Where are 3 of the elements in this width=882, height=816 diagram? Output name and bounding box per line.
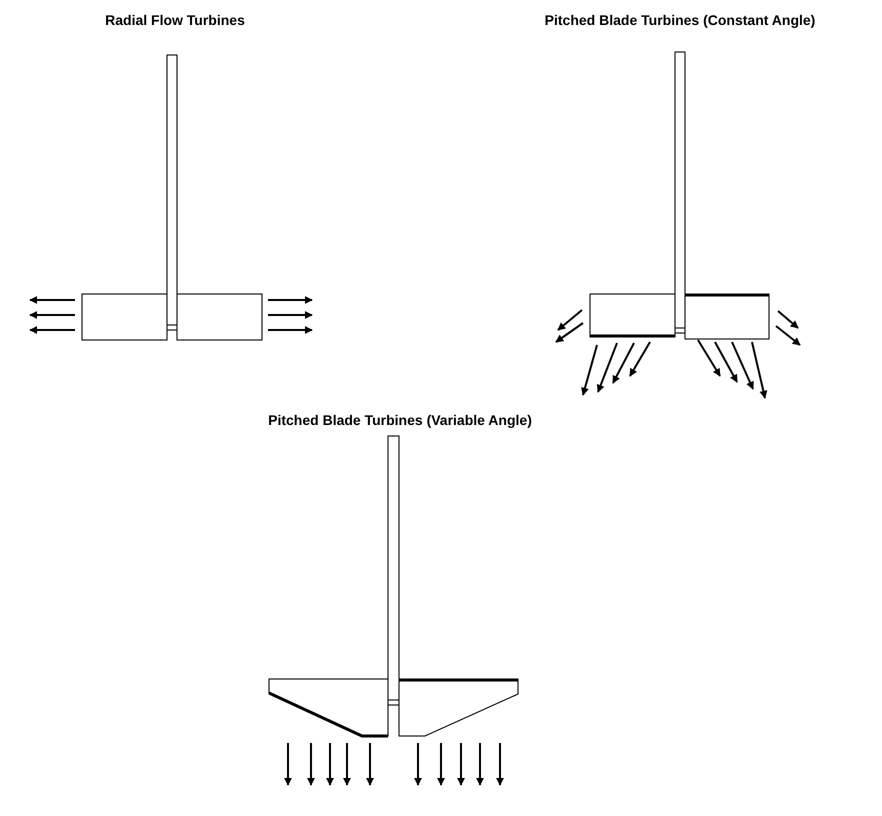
drawing-title: Pitched Blade Turbines (Variable Angle) bbox=[268, 412, 532, 428]
drawing-title: Pitched Blade Turbines (Constant Angle) bbox=[544, 12, 816, 28]
drawing-title: Radial Flow Turbines bbox=[105, 12, 245, 28]
